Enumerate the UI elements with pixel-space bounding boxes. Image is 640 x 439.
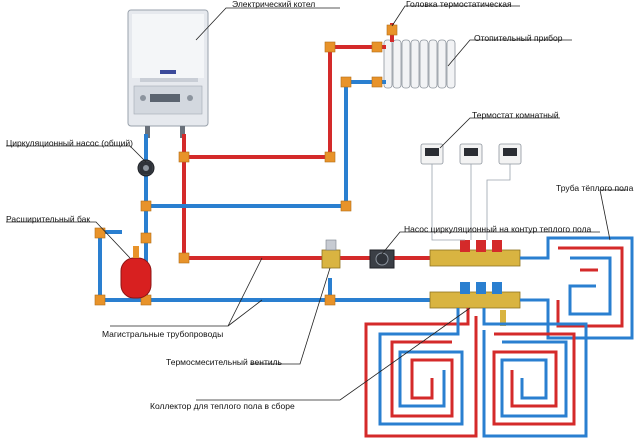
thermo-head-label: Головка термостатическая [406, 0, 512, 9]
thermostat-wires [431, 164, 511, 241]
radiator-icon [383, 39, 456, 89]
main-pipes-label: Магистральные трубопроводы [102, 329, 224, 339]
thermostat-icon [420, 143, 522, 165]
expansion-tank-label: Расширительный бак [6, 214, 91, 224]
leader-lines [6, 5, 628, 401]
floor-pump-icon [369, 249, 395, 269]
collector-label: Коллектор для теплого пола в сборе [150, 401, 295, 411]
mixing-valve-label: Термосмесительный вентиль [166, 357, 282, 367]
mixing-valve-icon [321, 239, 341, 269]
boiler-icon [127, 9, 209, 138]
floor-loop-right [520, 236, 634, 340]
floor-loop-bottom-right [482, 308, 588, 438]
pump-common-label: Циркуляционный насос (общий) [6, 138, 134, 148]
floor-loop-bottom-left [364, 308, 478, 438]
collector-manifold-icon [429, 240, 521, 326]
radiator-label: Отопительный прибор [474, 33, 563, 43]
floor-pipe-label: Труба тёплого пола [556, 183, 634, 193]
floor-pump-label: Насос циркуляционный на контур теплого п… [404, 224, 592, 234]
boiler-label: Электрический котел [232, 0, 316, 9]
pump-icon [137, 159, 155, 177]
room-thermostat-label: Термостат комнатный [472, 110, 559, 120]
expansion-tank-icon [120, 246, 152, 299]
